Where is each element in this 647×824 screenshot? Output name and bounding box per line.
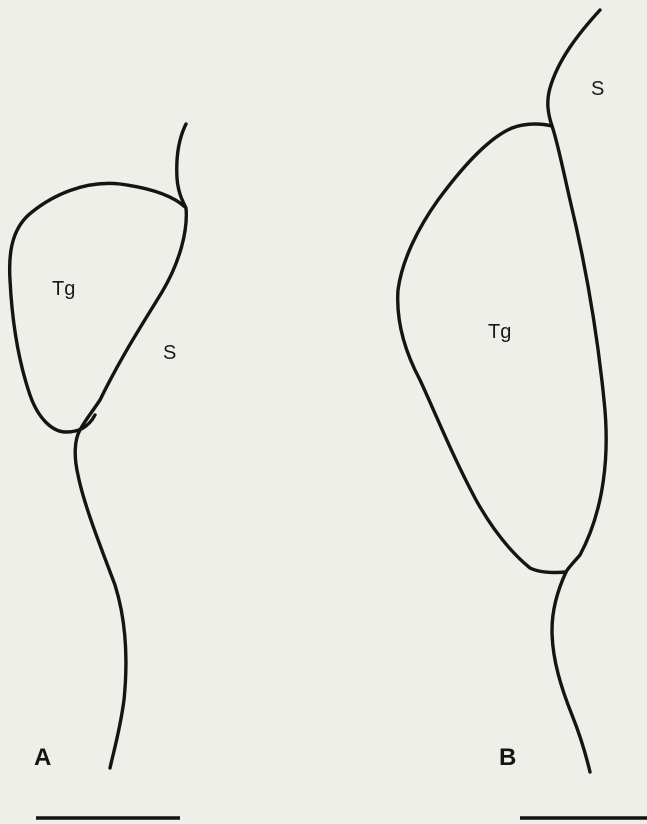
panel-b-scutum-outline: [548, 10, 606, 772]
panel-a-scutum-outline: [75, 124, 186, 768]
panel-a-scutum-label: S: [163, 342, 176, 364]
panel-a: Tg S A: [10, 124, 187, 818]
panel-b: Tg S B: [398, 10, 647, 818]
panel-b-tergum-label: Tg: [488, 321, 511, 343]
panel-a-tergum-label: Tg: [52, 278, 75, 300]
panel-b-letter: B: [499, 744, 516, 771]
panel-a-tergum-outline: [10, 183, 185, 432]
panel-b-scutum-label: S: [591, 78, 604, 100]
panel-b-tergum-outline: [398, 124, 566, 573]
panel-a-letter: A: [34, 744, 51, 771]
